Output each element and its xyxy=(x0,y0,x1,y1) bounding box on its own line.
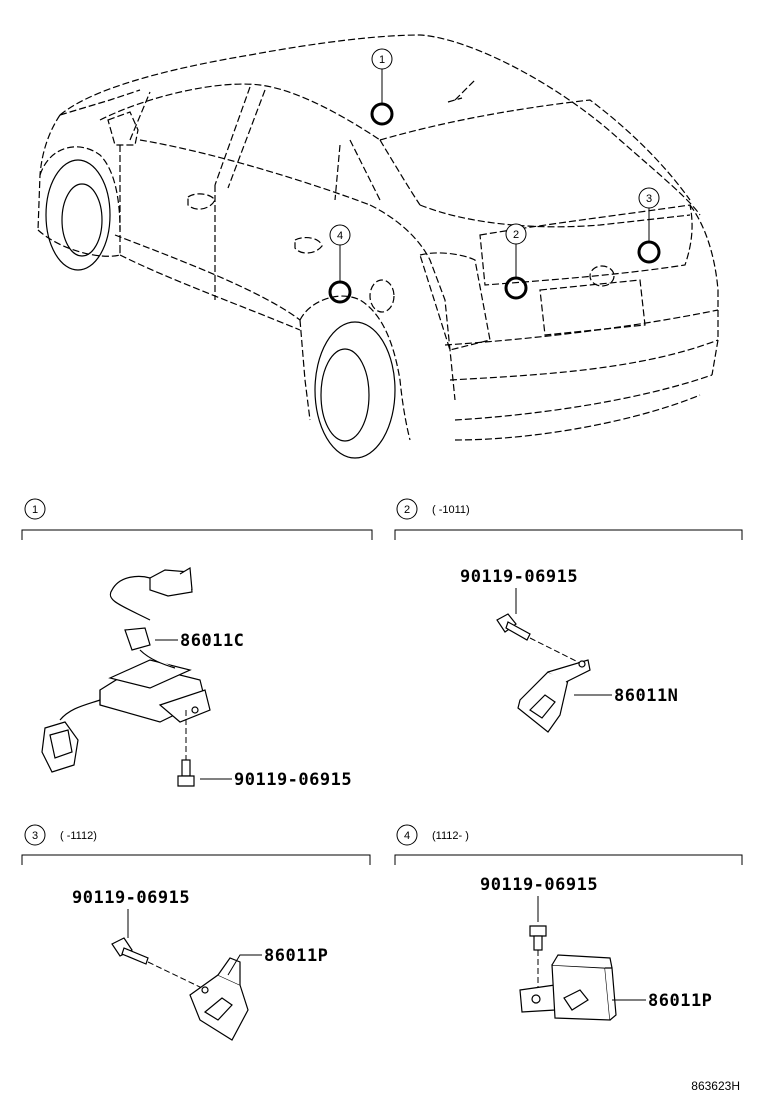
part-number-86011p: 86011P xyxy=(264,946,328,966)
computer-unit-86011c xyxy=(41,566,211,773)
callout-4: 4 xyxy=(329,224,351,246)
bolt-90119-06915 xyxy=(111,937,149,965)
diagram-code: 863623H xyxy=(691,1079,740,1093)
callout-1: 1 xyxy=(371,48,393,70)
bolt-90119-06915 xyxy=(496,613,531,641)
car-illustration xyxy=(37,34,719,441)
svg-text:2: 2 xyxy=(513,229,519,241)
section-4: 4 (1112- ) 90119-06915 86011P xyxy=(394,824,743,1021)
part-number-86011c: 86011C xyxy=(180,631,244,651)
bolt-90119-06915 xyxy=(529,925,547,951)
section-range: ( -1112) xyxy=(60,830,97,842)
part-number-90119-06915: 90119-06915 xyxy=(480,875,598,895)
part-number-86011n: 86011N xyxy=(614,686,678,706)
svg-text:1: 1 xyxy=(379,54,385,66)
section-2: 2 ( -1011) 90119-06915 86011N xyxy=(394,498,743,733)
location-markers xyxy=(328,69,661,304)
section-3: 3 ( -1112) 90119-06915 86011P xyxy=(21,824,371,1041)
callout-2: 2 xyxy=(505,223,527,245)
section-range: (1112- ) xyxy=(432,830,469,842)
sensor-86011p xyxy=(519,954,617,1021)
sensor-86011n xyxy=(517,659,591,733)
section-number: 3 xyxy=(32,830,38,842)
section-number: 2 xyxy=(404,504,410,516)
sensor-86011p xyxy=(189,957,249,1041)
wheels xyxy=(45,159,396,459)
section-range: ( -1011) xyxy=(432,504,470,516)
section-1: 1 86011C 90119-06915 xyxy=(21,498,373,790)
callout-3: 3 xyxy=(638,187,660,209)
section-number: 1 xyxy=(32,504,38,516)
part-number-90119-06915: 90119-06915 xyxy=(460,567,578,587)
part-number-90119-06915: 90119-06915 xyxy=(234,770,352,790)
part-number-90119-06915: 90119-06915 xyxy=(72,888,190,908)
bolt-90119-06915 xyxy=(177,759,195,787)
part-number-86011p: 86011P xyxy=(648,991,712,1011)
svg-text:4: 4 xyxy=(337,230,343,242)
section-number: 4 xyxy=(404,830,410,842)
svg-text:3: 3 xyxy=(646,193,652,205)
